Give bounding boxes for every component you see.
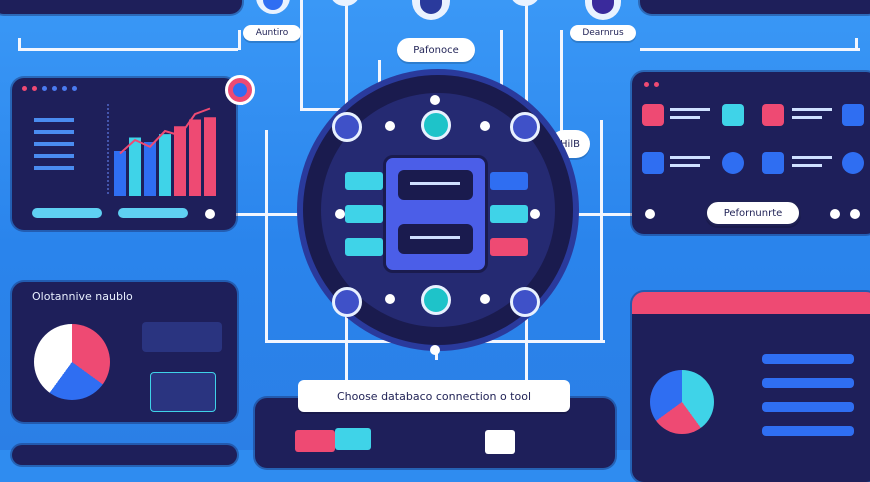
connector-dot — [480, 294, 490, 304]
tag-top-center: Pafonoce — [397, 38, 475, 62]
database-server-icon[interactable] — [383, 155, 488, 273]
connector-dot — [850, 209, 860, 219]
tag-side-label: HilB — [560, 138, 580, 150]
connector-dot — [530, 209, 540, 219]
performance-button-label: Pefornunrte — [723, 207, 783, 219]
chart-bar — [189, 119, 201, 196]
tag-top-right: Dearnrus — [570, 25, 636, 41]
bottom-banner[interactable]: Choose databaco connection o tool — [298, 380, 570, 412]
performance-button[interactable]: Pefornunrte — [705, 200, 801, 226]
connector-dot — [830, 209, 840, 219]
mini-waveform — [142, 322, 222, 352]
chart-bar — [129, 137, 141, 196]
connector-node-icon[interactable] — [510, 112, 540, 142]
connector-dot — [430, 95, 440, 105]
connector-node-icon[interactable] — [421, 285, 451, 315]
chart-trend-line — [119, 107, 211, 155]
chart-bar — [159, 134, 171, 196]
connector-dot — [385, 121, 395, 131]
chart-bar — [144, 142, 156, 196]
pie-chart — [34, 324, 110, 400]
chart-bar — [204, 117, 216, 196]
chart-bar — [174, 126, 186, 196]
connector-dot — [480, 121, 490, 131]
left-panel-title: Olotannive naublo — [32, 290, 133, 303]
connector-dot — [335, 209, 345, 219]
top-right-panel — [640, 0, 870, 14]
analytics-panel — [12, 78, 236, 230]
sync-icon[interactable] — [225, 75, 255, 105]
bar-chart — [107, 104, 216, 196]
compare-panel: CompairePerformanco — [632, 292, 870, 482]
settings-panel — [632, 72, 870, 234]
mini-chart — [150, 372, 216, 412]
compare-title: CompairePerformanco — [632, 292, 870, 314]
tag-top-right-label: Dearnrus — [582, 28, 624, 38]
connector-node-icon[interactable] — [510, 287, 540, 317]
connector-node-icon[interactable] — [421, 110, 451, 140]
chart-bar — [114, 151, 126, 196]
pie-panel: Olotannive naublo — [12, 282, 237, 422]
tag-top-left: Auntiro — [243, 25, 301, 41]
connector-dot — [645, 209, 655, 219]
bottom-left-panel — [12, 445, 237, 465]
top-left-panel — [0, 0, 242, 14]
connector-dot — [430, 345, 440, 355]
connector-node-icon[interactable] — [332, 287, 362, 317]
slider-left[interactable] — [32, 208, 102, 218]
connector-dot — [205, 209, 215, 219]
pie-chart — [650, 370, 714, 434]
tag-top-center-label: Pafonoce — [413, 44, 459, 56]
slider-right[interactable] — [118, 208, 188, 218]
bottom-banner-label: Choose databaco connection o tool — [336, 389, 532, 403]
connector-dot — [385, 294, 395, 304]
tag-top-left-label: Auntiro — [255, 28, 289, 38]
connector-node-icon[interactable] — [332, 112, 362, 142]
